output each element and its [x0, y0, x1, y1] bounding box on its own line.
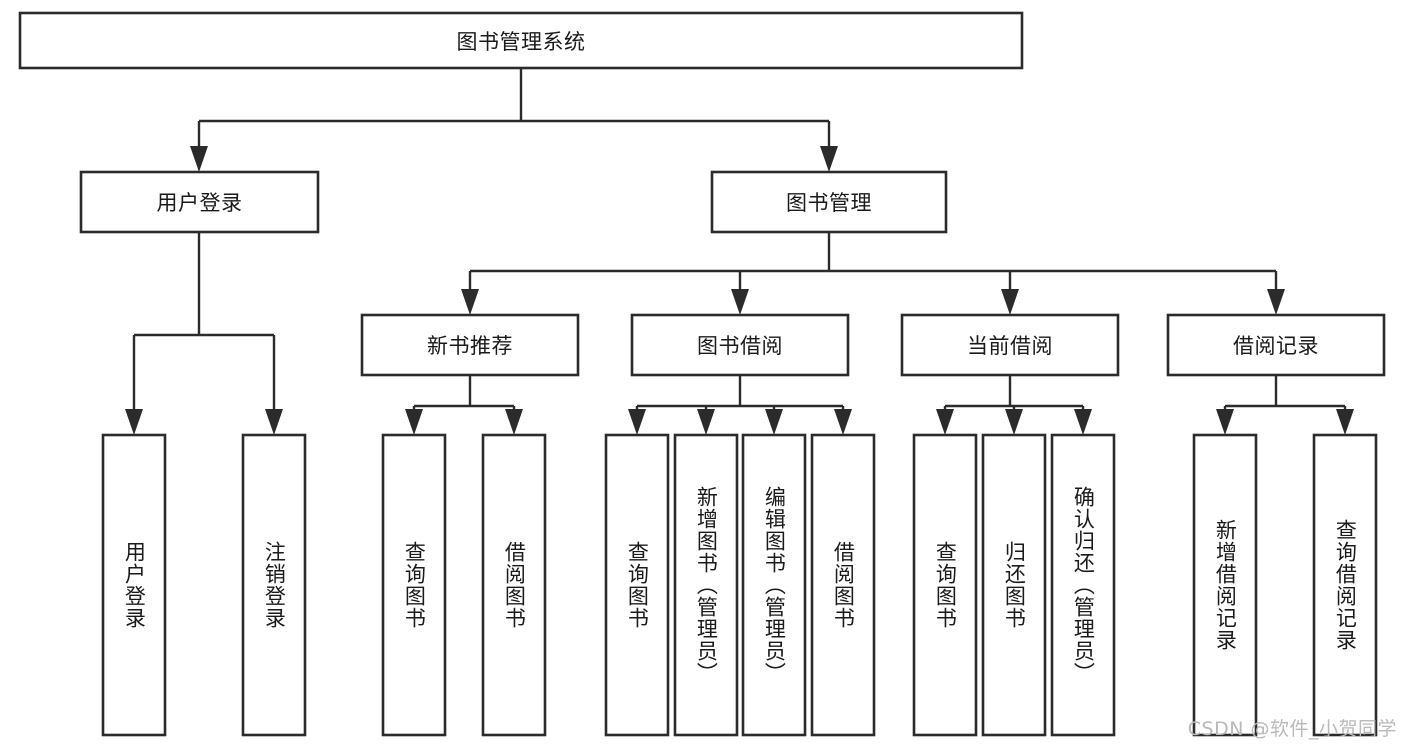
arrow-head-leaf-confirm-return: [1074, 409, 1092, 435]
arrow-head-leaf-return-book: [1005, 409, 1023, 435]
arrow-head-borrow-record: [1267, 289, 1285, 315]
arrow-head-leaf-edit-book: [765, 409, 783, 435]
node-box-leaf-borrow-book-nbr[interactable]: [481, 433, 547, 737]
connector-group-book-borrow: [628, 375, 852, 435]
connector-group-user-login: [125, 232, 283, 435]
arrow-head-leaf-add-record: [1216, 409, 1234, 435]
connector-group-book-mgmt: [461, 232, 1285, 315]
connector-group-current-borrow: [936, 375, 1092, 435]
node-box-leaf-user-login[interactable]: [101, 433, 167, 737]
node-box-leaf-return-book[interactable]: [981, 433, 1047, 737]
arrow-head-leaf-borrow-book-bb: [834, 409, 852, 435]
arrow-head-leaf-query-book-bb: [628, 409, 646, 435]
arrow-head-new-book-recommend: [461, 289, 479, 315]
node-box-root[interactable]: [18, 11, 1024, 70]
arrow-head-current-borrow: [1001, 289, 1019, 315]
arrow-head-book-mgmt: [820, 146, 838, 172]
node-box-new-book-recommend[interactable]: [360, 313, 580, 377]
node-box-leaf-query-book-nbr[interactable]: [381, 433, 447, 737]
arrow-head-leaf-query-book-nbr: [405, 409, 423, 435]
node-box-leaf-borrow-book-bb[interactable]: [810, 433, 876, 737]
arrow-head-book-borrow: [731, 289, 749, 315]
node-box-leaf-logout[interactable]: [241, 433, 307, 737]
arrow-head-user-login: [190, 146, 208, 172]
node-box-book-borrow[interactable]: [630, 313, 850, 377]
node-box-leaf-edit-book[interactable]: [741, 433, 807, 737]
arrow-head-leaf-user-login: [125, 409, 143, 435]
node-box-leaf-add-record[interactable]: [1192, 433, 1258, 737]
connector-group-root: [190, 68, 838, 172]
node-box-leaf-query-book-cb[interactable]: [912, 433, 978, 737]
arrow-head-leaf-query-record: [1336, 409, 1354, 435]
node-box-user-login[interactable]: [79, 170, 320, 234]
node-box-borrow-record[interactable]: [1166, 313, 1386, 377]
node-box-leaf-add-book[interactable]: [673, 433, 739, 737]
node-box-leaf-query-book-bb[interactable]: [604, 433, 670, 737]
arrow-head-leaf-borrow-book-nbr: [505, 409, 523, 435]
arrow-head-leaf-query-book-cb: [936, 409, 954, 435]
arrow-head-leaf-add-book: [697, 409, 715, 435]
node-box-leaf-query-record[interactable]: [1312, 433, 1378, 737]
node-box-book-management[interactable]: [710, 170, 948, 234]
connector-group-borrow-record: [1216, 375, 1354, 435]
arrow-head-leaf-logout: [265, 409, 283, 435]
node-box-current-borrow[interactable]: [900, 313, 1120, 377]
node-box-leaf-confirm-return[interactable]: [1050, 433, 1116, 737]
connector-group-new-book-recommend: [405, 375, 523, 435]
